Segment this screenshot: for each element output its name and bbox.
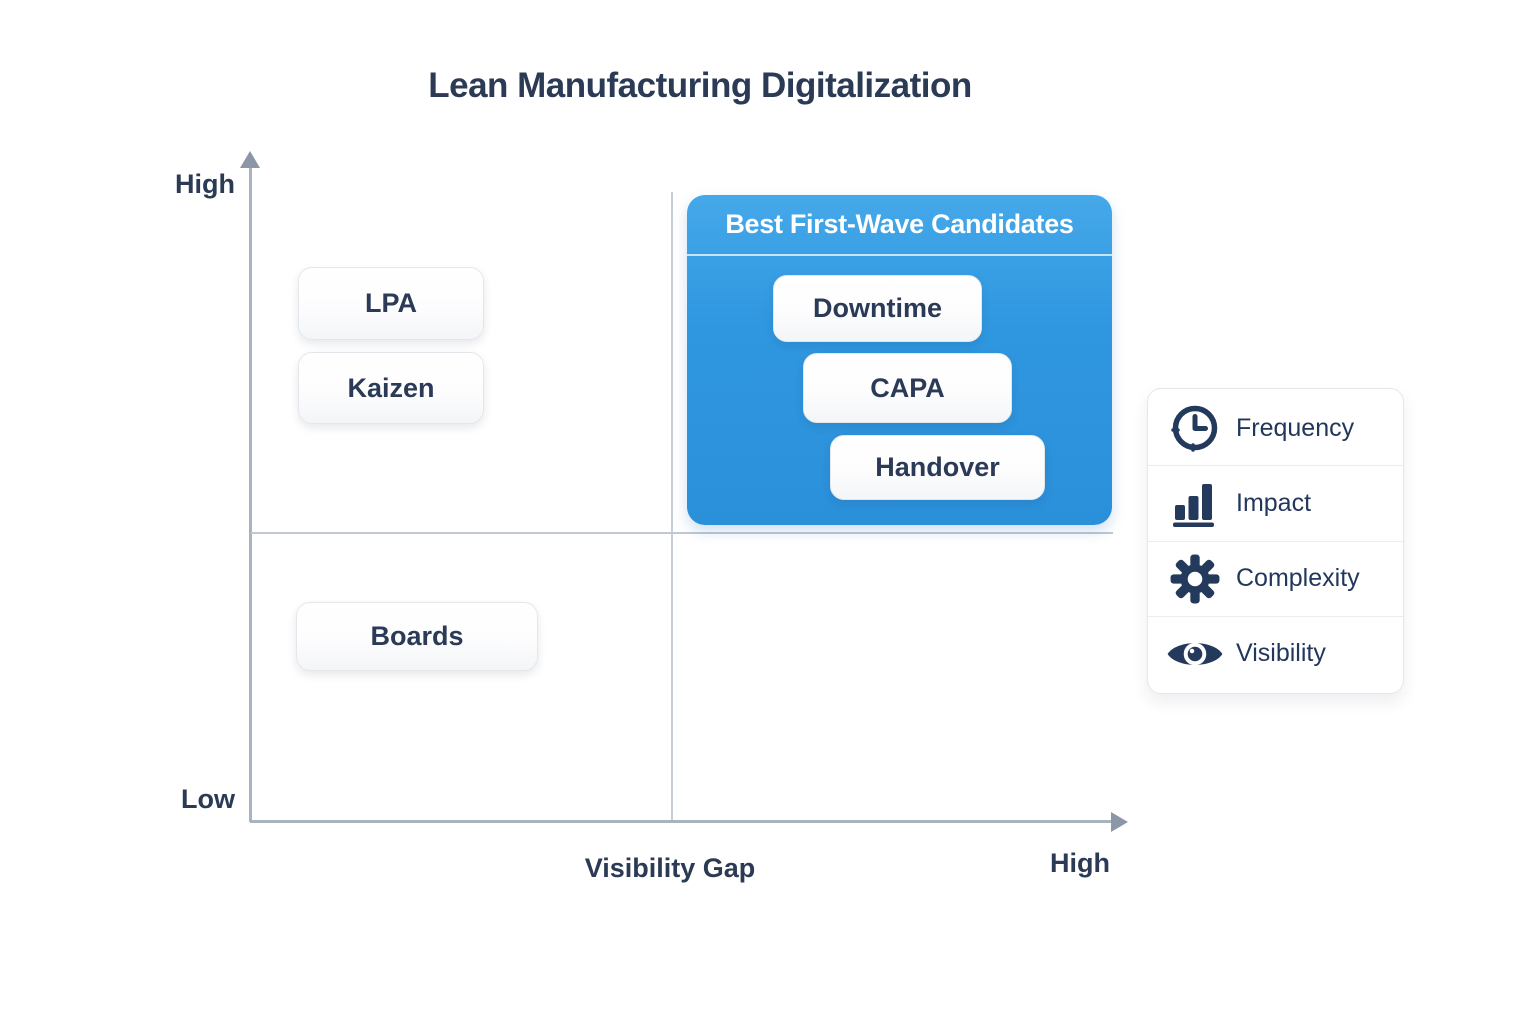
matrix-card-label: Handover bbox=[875, 452, 1000, 482]
legend-panel: Frequency Impact bbox=[1147, 388, 1404, 694]
y-axis-arrowhead-icon bbox=[240, 151, 260, 168]
legend-label: Impact bbox=[1236, 488, 1312, 517]
legend-label: Frequency bbox=[1236, 413, 1355, 442]
clock-icon bbox=[1166, 402, 1224, 454]
x-axis-arrowhead-icon bbox=[1111, 811, 1128, 832]
matrix-card-label: Boards bbox=[370, 621, 464, 651]
x-axis-high-label: High bbox=[1050, 848, 1110, 878]
matrix-card-label: LPA bbox=[365, 288, 417, 318]
matrix-card-downtime: Downtime bbox=[773, 275, 982, 342]
page-title: Lean Manufacturing Digitalization bbox=[428, 66, 972, 105]
legend-item-complexity: Complexity bbox=[1148, 540, 1403, 616]
quadrant-divider-horizontal bbox=[251, 532, 1113, 534]
x-axis-line bbox=[250, 820, 1112, 823]
legend-item-impact: Impact bbox=[1148, 465, 1403, 540]
matrix-card-label: CAPA bbox=[870, 372, 945, 403]
y-axis-high-label: High bbox=[175, 169, 235, 199]
matrix-card-boards: Boards bbox=[296, 602, 538, 671]
x-axis-title: Visibility Gap bbox=[584, 853, 756, 883]
legend-label: Complexity bbox=[1236, 564, 1360, 593]
gear-icon bbox=[1166, 553, 1224, 605]
matrix-card-lpa: LPA bbox=[298, 267, 484, 340]
matrix-card-label: Kaizen bbox=[347, 372, 435, 403]
matrix-card-kaizen: Kaizen bbox=[298, 352, 484, 424]
matrix-card-handover: Handover bbox=[830, 435, 1045, 500]
legend-label: Visibility bbox=[1236, 639, 1326, 668]
matrix-card-capa: CAPA bbox=[803, 353, 1012, 423]
eye-icon bbox=[1166, 628, 1224, 680]
y-axis-low-label: Low bbox=[181, 784, 235, 814]
legend-item-frequency: Frequency bbox=[1148, 391, 1403, 465]
best-first-wave-panel-title: Best First-Wave Candidates bbox=[687, 195, 1112, 256]
bar-chart-icon bbox=[1166, 477, 1224, 529]
legend-item-visibility: Visibility bbox=[1148, 615, 1403, 691]
best-first-wave-panel: Best First-Wave Candidates Downtime CAPA… bbox=[687, 195, 1112, 525]
matrix-card-label: Downtime bbox=[812, 293, 942, 323]
quadrant-divider-vertical bbox=[671, 192, 673, 820]
y-axis-line bbox=[249, 166, 252, 822]
